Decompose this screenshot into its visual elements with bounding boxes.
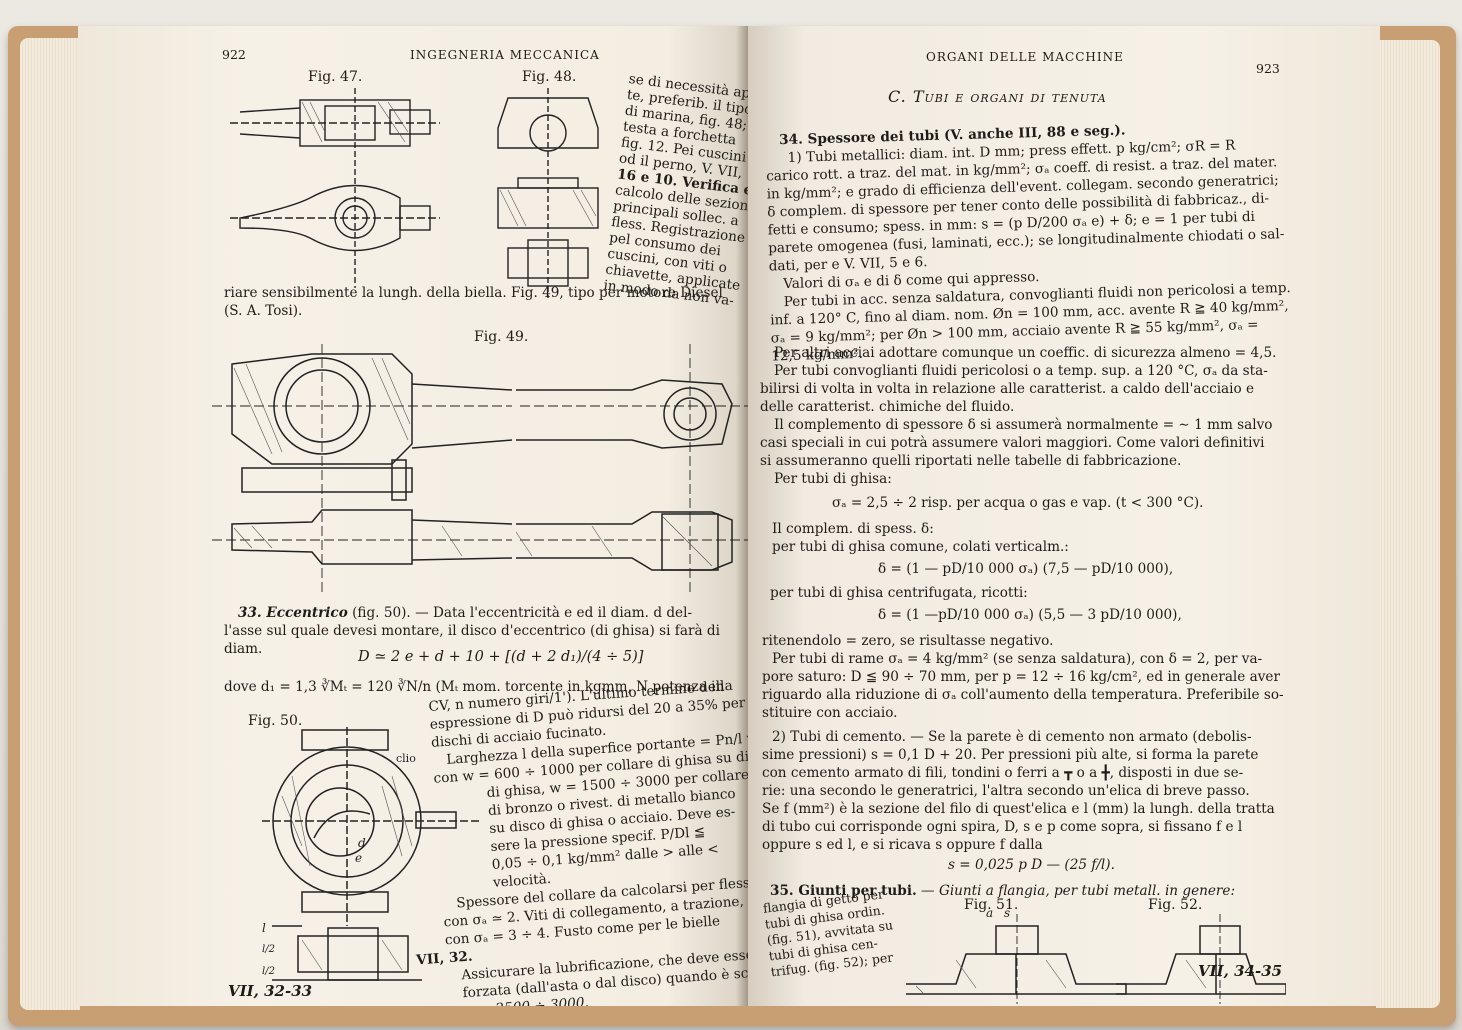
right-footer: VII, 34-35: [1198, 962, 1283, 980]
body-line: riare sensibilmente la lungh. della biel…: [224, 285, 723, 301]
equation: σₐ = 2,5 ÷ 2 risp. per acqua o gas e vap…: [832, 495, 1204, 511]
body-line: casi speciali in cui potrà assumere valo…: [760, 435, 1265, 451]
dove-line: dove d₁ = 1,3 ∛Mₜ = 120 ∛N/n (Mₜ mom. to…: [224, 679, 725, 695]
body-line: si assumeranno quelli riportati nelle ta…: [760, 453, 1182, 469]
body-line: delle caratterist. chimiche del fluido.: [760, 399, 1015, 415]
fig48-caption: Fig. 48.: [522, 69, 577, 85]
fig-label-s: s: [1004, 906, 1011, 920]
fig48-drawing: [478, 88, 618, 298]
equation: δ = (1 — pD/10 000 σₐ) (7,5 — pD/10 000)…: [878, 561, 1174, 577]
body-line: ritenendolo = zero, se risultasse negati…: [762, 633, 1054, 649]
body-line: diam.: [224, 641, 263, 657]
fig50-label-l2: l/2: [262, 944, 275, 955]
fig50-label-clio: clio: [396, 752, 416, 765]
fig50-label-l: l: [262, 921, 266, 935]
left-running-head: INGEGNERIA MECCANICA: [410, 48, 600, 62]
body-line: Il complemento di spessore δ si assumerà…: [774, 417, 1273, 433]
body-line: per tubi di ghisa centrifugata, ricotti:: [770, 585, 1028, 601]
body-line: con cemento armato di fili, tondini o fe…: [762, 765, 1244, 781]
right-page: ORGANI DELLE MACCHINE 923 C. Tubi e orga…: [748, 26, 1380, 1006]
fig47-drawing: [230, 88, 440, 288]
body-line: sime pressioni) s = 0,1 D + 20. Per pres…: [762, 747, 1259, 763]
section-35-rest: — Giunti a flangia, per tubi metall. in …: [921, 883, 1236, 899]
fig50-label-e: e: [355, 851, 362, 865]
fig50-label-l2: l/2: [262, 966, 275, 977]
body-line: Per tubi di ghisa:: [774, 471, 892, 487]
body-line: 2) Tubi di cemento. — Se la parete è di …: [772, 729, 1252, 745]
right-running-head: ORGANI DELLE MACCHINE: [926, 50, 1124, 64]
fig51-caption: Fig. 51.: [964, 897, 1019, 913]
body-line: oppure s ed l, e si ricava s oppure f da…: [762, 837, 1043, 853]
body-line: riguardo alla riduzione di σₐ coll'aumen…: [762, 687, 1284, 703]
body-line: per tubi di ghisa comune, colati vertica…: [772, 539, 1069, 555]
section-33: 33. Eccentrico (fig. 50). — Data l'eccen…: [238, 604, 692, 622]
section-33-title: 33. Eccentrico: [238, 605, 348, 621]
body-line: Per tubi convoglianti fluidi pericolosi …: [774, 363, 1268, 379]
fig50-label-d: d: [358, 836, 366, 850]
fig47-caption: Fig. 47.: [308, 69, 363, 85]
body-line: (S. A. Tosi).: [224, 303, 303, 319]
section-33-line: (fig. 50). — Data l'eccentricità e ed il…: [352, 605, 693, 621]
body-line: stituire con acciaio.: [762, 705, 898, 721]
body-line: Se f (mm²) è la sezione del filo di ques…: [762, 801, 1275, 817]
fig49-caption: Fig. 49.: [474, 329, 529, 345]
page-edges-left: [20, 38, 80, 1010]
body-line: l'asse sul quale devesi montare, il disc…: [224, 623, 720, 639]
body-line: Il complem. di spess. δ:: [772, 521, 934, 537]
left-page-number: 922: [222, 47, 246, 62]
fig50-caption: Fig. 50.: [248, 713, 303, 729]
fig50-drawing: e d clio l l/2 l/2 D: [262, 726, 482, 986]
left-page: 922 INGEGNERIA MECCANICA Fig. 47. Fig. 4…: [78, 26, 748, 1006]
body-line: pore saturo: D ≦ 90 ÷ 70 mm, per p = 12 …: [762, 669, 1280, 685]
left-footer: VII, 32-33: [228, 982, 313, 1000]
body-line: di tubo cui corrisponde ogni spira, D, s…: [762, 819, 1243, 835]
fig51-fig52-drawing: [896, 914, 1286, 1004]
fig49-drawing: [212, 344, 748, 594]
body-line: bilirsi di volta in volta in relazione a…: [760, 381, 1255, 397]
body-line: Per altri acciai adottare comunque un co…: [774, 345, 1277, 361]
fig50-label-D: D: [354, 985, 365, 986]
body-line: rie: una secondo le generatrici, l'altra…: [762, 783, 1250, 799]
right-page-number: 923: [1256, 61, 1280, 76]
body-line: Per tubi di rame σₐ = 4 kg/mm² (se senza…: [772, 651, 1263, 667]
fig52-caption: Fig. 52.: [1148, 897, 1203, 913]
section-title: C. Tubi e organi di tenuta: [888, 87, 1107, 106]
section-35-heading: 35. Giunti per tubi. — Giunti a flangia,…: [770, 882, 1235, 900]
equation: s = 0,025 p D — (25 f/l).: [948, 857, 1115, 873]
page-edges-right: [1376, 40, 1440, 1008]
formula-D: D ≃ 2 e + d + 10 + [(d + 2 d₁)/(4 ÷ 5)]: [358, 649, 644, 665]
section-35-title: 35. Giunti per tubi.: [770, 883, 917, 899]
fig-label-a: a: [986, 906, 994, 920]
equation: δ = (1 —pD/10 000 σₐ) (5,5 — 3 pD/10 000…: [878, 607, 1182, 623]
